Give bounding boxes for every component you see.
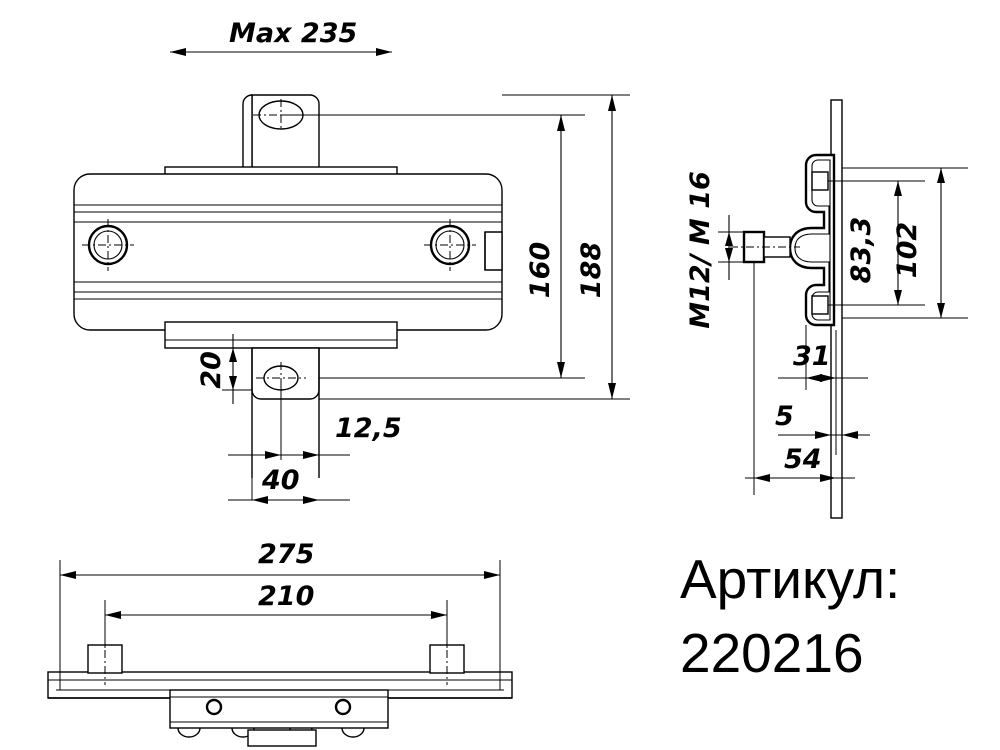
front-view [73,94,503,478]
roller-feet [177,727,365,747]
dimension-20 [222,334,252,404]
label-275: 275 [258,539,314,570]
label-160: 160 [525,242,556,298]
label-40: 40 [261,465,300,496]
threaded-stud [730,230,800,264]
bottom-mount-tab [251,347,320,400]
front-dimension-lines [281,94,630,400]
dimension-31 [778,325,868,390]
bottom-view [47,634,513,747]
main-plate [73,173,503,331]
dimension-5 [778,431,870,439]
label-31: 31 [793,341,831,372]
dimension-210 [104,600,448,648]
dimension-188 [608,95,616,399]
label-210: 210 [258,581,314,612]
dimension-275 [59,560,501,690]
label-max-235: Max 235 [229,18,357,49]
dimension-max-235 [170,48,392,56]
top-mount-tab [242,94,320,171]
bolt-hole-right-group [424,219,476,271]
hole-left [205,698,223,716]
label-5: 5 [775,401,794,432]
dimension-160 [557,115,565,378]
label-20: 20 [196,351,227,389]
bolt-hole-left-group [82,219,134,271]
carriage-rail [169,689,389,729]
label-54: 54 [784,444,822,475]
label-m12-m16: M12/ M 16 [685,171,716,329]
dimension-m12-m16 [718,215,744,280]
s-profile-bracket [788,153,836,327]
label-12-5: 12,5 [335,413,402,444]
hole-right [334,698,352,716]
dimension-54 [745,408,855,495]
article-label: Артикул: [680,548,900,610]
lower-rail [164,321,398,349]
dimension-83-3 [828,180,925,306]
dimension-102 [842,167,968,319]
label-102: 102 [892,222,923,278]
left-boss [87,634,123,685]
label-83-3: 83,3 [846,217,877,284]
dimension-40 [228,378,350,504]
article-number: 220216 [680,622,864,684]
right-boss [429,634,465,685]
label-188: 188 [576,242,607,298]
